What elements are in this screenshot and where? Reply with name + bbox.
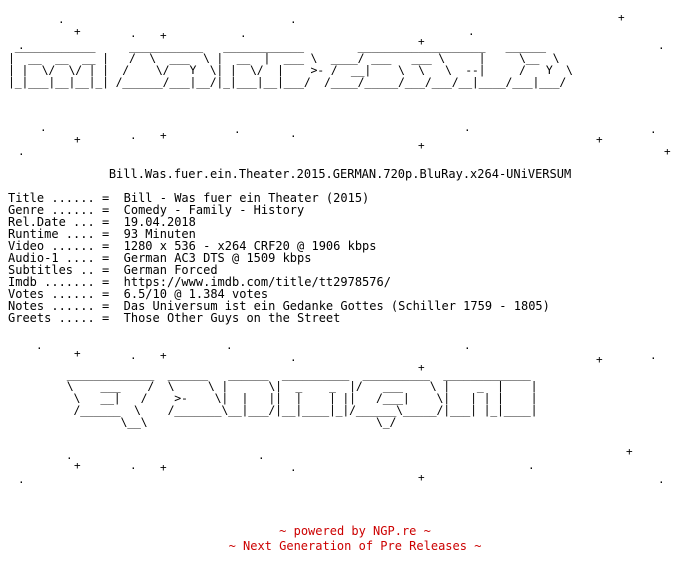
footer: ~ powered by NGP.re ~ ~ Next Generation … (0, 524, 680, 554)
decor-star: . (40, 121, 47, 134)
decor-star: . (468, 25, 475, 38)
info-key: Votes ...... (8, 287, 95, 301)
decor-star: . (290, 461, 297, 474)
ascii-logo-universum: ____________ ___________ ____________ __… (8, 39, 573, 89)
release-title: Bill.Was.fuer.ein.Theater.2015.GERMAN.72… (108, 167, 572, 181)
decor-plus: + (160, 129, 167, 142)
info-row-subtitles: Subtitles .. = German Forced (8, 263, 218, 277)
info-row-votes: Votes ...... = 6.5/10 @ 1.384 votes (8, 287, 269, 301)
decor-star: . (240, 27, 247, 40)
info-key: Imdb ....... (8, 275, 95, 289)
info-row-audio: Audio-1 .... = German AC3 DTS @ 1509 kbp… (8, 251, 312, 265)
info-value: German Forced (123, 263, 218, 277)
info-value: 1280 x 536 - x264 CRF20 @ 1906 kbps (123, 239, 377, 253)
decor-star: . (130, 27, 137, 40)
info-row-runtime: Runtime .... = 93 Minuten (8, 227, 196, 241)
decor-plus: + (626, 445, 633, 458)
decor-star: . (290, 13, 297, 26)
decor-plus: + (74, 347, 81, 360)
decor-plus: + (418, 139, 425, 152)
info-value: Das Universum ist ein Gedanke Gottes (Sc… (123, 299, 550, 313)
info-key: Video ...... (8, 239, 95, 253)
decor-plus: + (74, 25, 81, 38)
decor-star: . (658, 473, 665, 486)
decor-plus: + (418, 471, 425, 484)
info-key: Greets ..... (8, 311, 95, 325)
info-key: Genre ...... (8, 203, 95, 217)
decor-plus: + (618, 11, 625, 24)
info-row-greets: Greets ..... = Those Other Guys on the S… (8, 311, 341, 325)
info-value: Bill - Was fuer ein Theater (2015) (123, 191, 370, 205)
decor-star: . (528, 459, 535, 472)
decor-star: . (464, 339, 471, 352)
decor-plus: + (160, 29, 167, 42)
info-key: Subtitles .. (8, 263, 95, 277)
decor-star: . (658, 39, 665, 52)
decor-star: . (226, 339, 233, 352)
info-value: Comedy - Family - History (123, 203, 305, 217)
info-value: 19.04.2018 (123, 215, 196, 229)
info-value: 6.5/10 @ 1.384 votes (123, 287, 269, 301)
info-key: Audio-1 .... (8, 251, 95, 265)
decor-plus: + (74, 459, 81, 472)
decor-plus: + (418, 361, 425, 374)
decor-star: . (18, 145, 25, 158)
ascii-logo-enjoy: _____________ ______ ______ __________ _… (66, 367, 538, 429)
decor-star: . (18, 39, 25, 52)
decor-plus: + (596, 353, 603, 366)
decor-plus: + (418, 35, 425, 48)
info-row-notes: Notes ...... = Das Universum ist ein Ged… (8, 299, 550, 313)
decor-star: . (650, 123, 657, 136)
info-key: Title ...... (8, 191, 95, 205)
decor-star: . (66, 449, 73, 462)
nfo-info-block: Title ...... = Bill - Was fuer ein Theat… (8, 192, 550, 324)
decor-star: . (130, 349, 137, 362)
decor-star: . (18, 473, 25, 486)
info-key: Rel.Date ... (8, 215, 95, 229)
decor-plus: + (160, 461, 167, 474)
decor-star: . (36, 339, 43, 352)
decor-plus: + (664, 145, 671, 158)
info-key: Runtime .... (8, 227, 95, 241)
info-key: Notes ...... (8, 299, 95, 313)
decor-star: . (234, 123, 241, 136)
decor-star: . (130, 129, 137, 142)
decor-star: . (130, 459, 137, 472)
info-row-title: Title ...... = Bill - Was fuer ein Theat… (8, 191, 370, 205)
decor-plus: + (74, 133, 81, 146)
decor-star: . (258, 449, 265, 462)
decor-star: . (58, 13, 65, 26)
decor-star: . (290, 351, 297, 364)
footer-tagline: ~ Next Generation of Pre Releases ~ (228, 539, 482, 553)
decor-plus: + (160, 349, 167, 362)
info-row-video: Video ...... = 1280 x 536 - x264 CRF20 @… (8, 239, 377, 253)
decor-star: . (290, 127, 297, 140)
info-row-genre: Genre ...... = Comedy - Family - History (8, 203, 305, 217)
info-value: 93 Minuten (123, 227, 196, 241)
decor-star: . (464, 121, 471, 134)
info-value: Those Other Guys on the Street (123, 311, 341, 325)
info-value: German AC3 DTS @ 1509 kbps (123, 251, 312, 265)
info-row-imdb: Imdb ....... = https://www.imdb.com/titl… (8, 275, 391, 289)
decor-star: . (650, 349, 657, 362)
footer-powered-by: ~ powered by NGP.re ~ (279, 524, 431, 538)
info-row-reldate: Rel.Date ... = 19.04.2018 (8, 215, 196, 229)
decor-plus: + (596, 133, 603, 146)
info-value: https://www.imdb.com/title/tt2978576/ (123, 275, 391, 289)
